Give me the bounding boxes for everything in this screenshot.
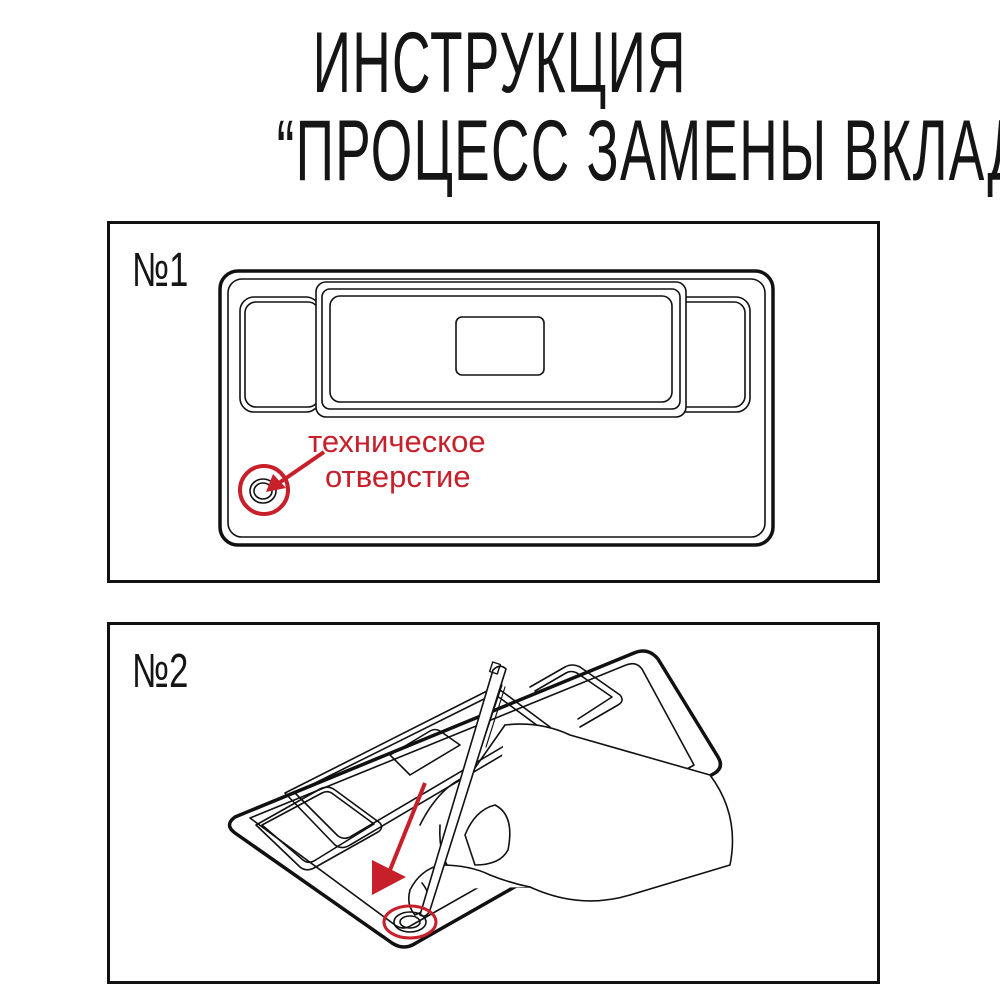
tray-top-view-icon bbox=[218, 269, 775, 547]
step-1-label-text: №1 bbox=[132, 244, 189, 297]
push-down-arrow-icon bbox=[372, 782, 438, 940]
technical-hole-label-line-2: отверстие bbox=[325, 459, 471, 494]
step-2-panel: №2 bbox=[107, 622, 880, 984]
step-1-panel: №1 техническое отверс bbox=[107, 221, 880, 583]
step-2-label-text: №2 bbox=[132, 645, 189, 698]
title-text-2: “ПРОЦЕСС ЗАМЕНЫ ВКЛАДЫША” bbox=[276, 103, 1000, 199]
title-text-1: ИНСТРУКЦИЯ bbox=[312, 15, 688, 111]
technical-hole-label-line-1: техническое bbox=[308, 424, 486, 459]
page-title-line-2: “ПРОЦЕСС ЗАМЕНЫ ВКЛАДЫША” bbox=[0, 106, 1000, 196]
technical-hole-highlight bbox=[238, 450, 326, 516]
step-2-label: №2 bbox=[132, 647, 210, 697]
page-title-line-1: ИНСТРУКЦИЯ bbox=[0, 18, 1000, 108]
hand-pressing-pen-icon bbox=[227, 649, 734, 949]
step-1-label: №1 bbox=[132, 246, 210, 296]
